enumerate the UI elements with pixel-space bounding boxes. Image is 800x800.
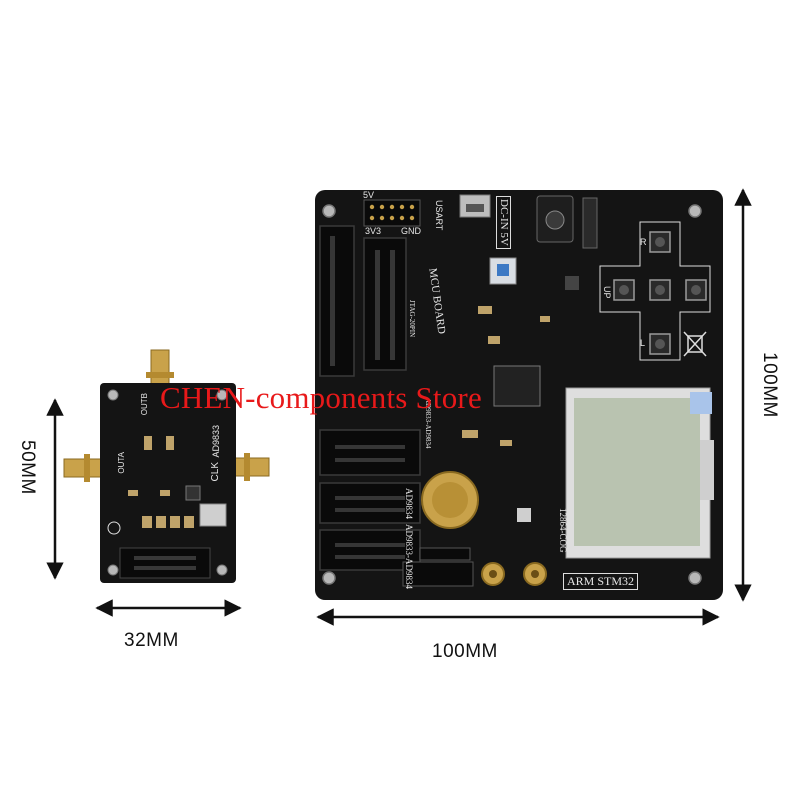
label-5v: 5V bbox=[363, 190, 375, 200]
header-pins bbox=[330, 236, 405, 559]
label-clk: CLK bbox=[210, 462, 221, 482]
label-gnd: GND bbox=[401, 226, 421, 236]
label-ad9833-ad9834: AD9833-AD9834 bbox=[424, 398, 432, 449]
label-outb: OUTB bbox=[140, 393, 149, 416]
top-pin-header bbox=[363, 199, 421, 227]
label-ad9834: AD9834 bbox=[404, 488, 414, 519]
label-r: R bbox=[640, 237, 647, 247]
mounting-holes bbox=[322, 204, 702, 585]
label-stm32: STM32 bbox=[597, 574, 635, 588]
ad9833-header bbox=[119, 547, 211, 579]
store-watermark: CHEN-components Store bbox=[160, 380, 482, 415]
label-arm: ARM bbox=[567, 574, 595, 588]
mcu-chip bbox=[493, 365, 541, 407]
label-usart: USART bbox=[434, 200, 444, 231]
label-l: L bbox=[640, 338, 646, 348]
bottom-pin-header bbox=[402, 561, 474, 587]
label-3v3: 3V3 bbox=[365, 226, 382, 236]
oscillator bbox=[199, 503, 227, 527]
ad9833-mounting-holes bbox=[107, 389, 228, 576]
label-dc-in: DC-IN 5V bbox=[496, 196, 511, 249]
small-width-label: 32MM bbox=[124, 630, 179, 651]
weee-bin-icon bbox=[683, 331, 707, 357]
label-dc-5v: 5V bbox=[498, 232, 510, 246]
smd-components bbox=[462, 197, 598, 522]
large-height-label: 100MM bbox=[759, 352, 780, 418]
label-dc-in-text: DC-IN bbox=[498, 199, 510, 230]
label-ad9833: AD9833 bbox=[211, 425, 221, 458]
label-outa: OUTA bbox=[117, 452, 126, 474]
large-width-label: 100MM bbox=[432, 641, 498, 662]
ad9833-chip bbox=[185, 485, 201, 501]
ad9833-board-pcb bbox=[100, 383, 236, 583]
label-arm-stm32: ARM STM32 bbox=[563, 573, 639, 590]
small-height-label: 50MM bbox=[17, 440, 38, 495]
lcd-screen bbox=[574, 398, 700, 546]
label-up: UP bbox=[602, 286, 612, 299]
label-lcd-model: 12864-COG bbox=[558, 508, 568, 553]
ad9833-smd bbox=[128, 436, 194, 528]
sma-connectors-large bbox=[481, 562, 547, 586]
left-header-connectors bbox=[319, 225, 421, 571]
label-jtag: JTAG-20PIN bbox=[408, 300, 416, 338]
label-ad9833-ad9834-bottom: AD9833-AD9834 bbox=[404, 524, 414, 589]
